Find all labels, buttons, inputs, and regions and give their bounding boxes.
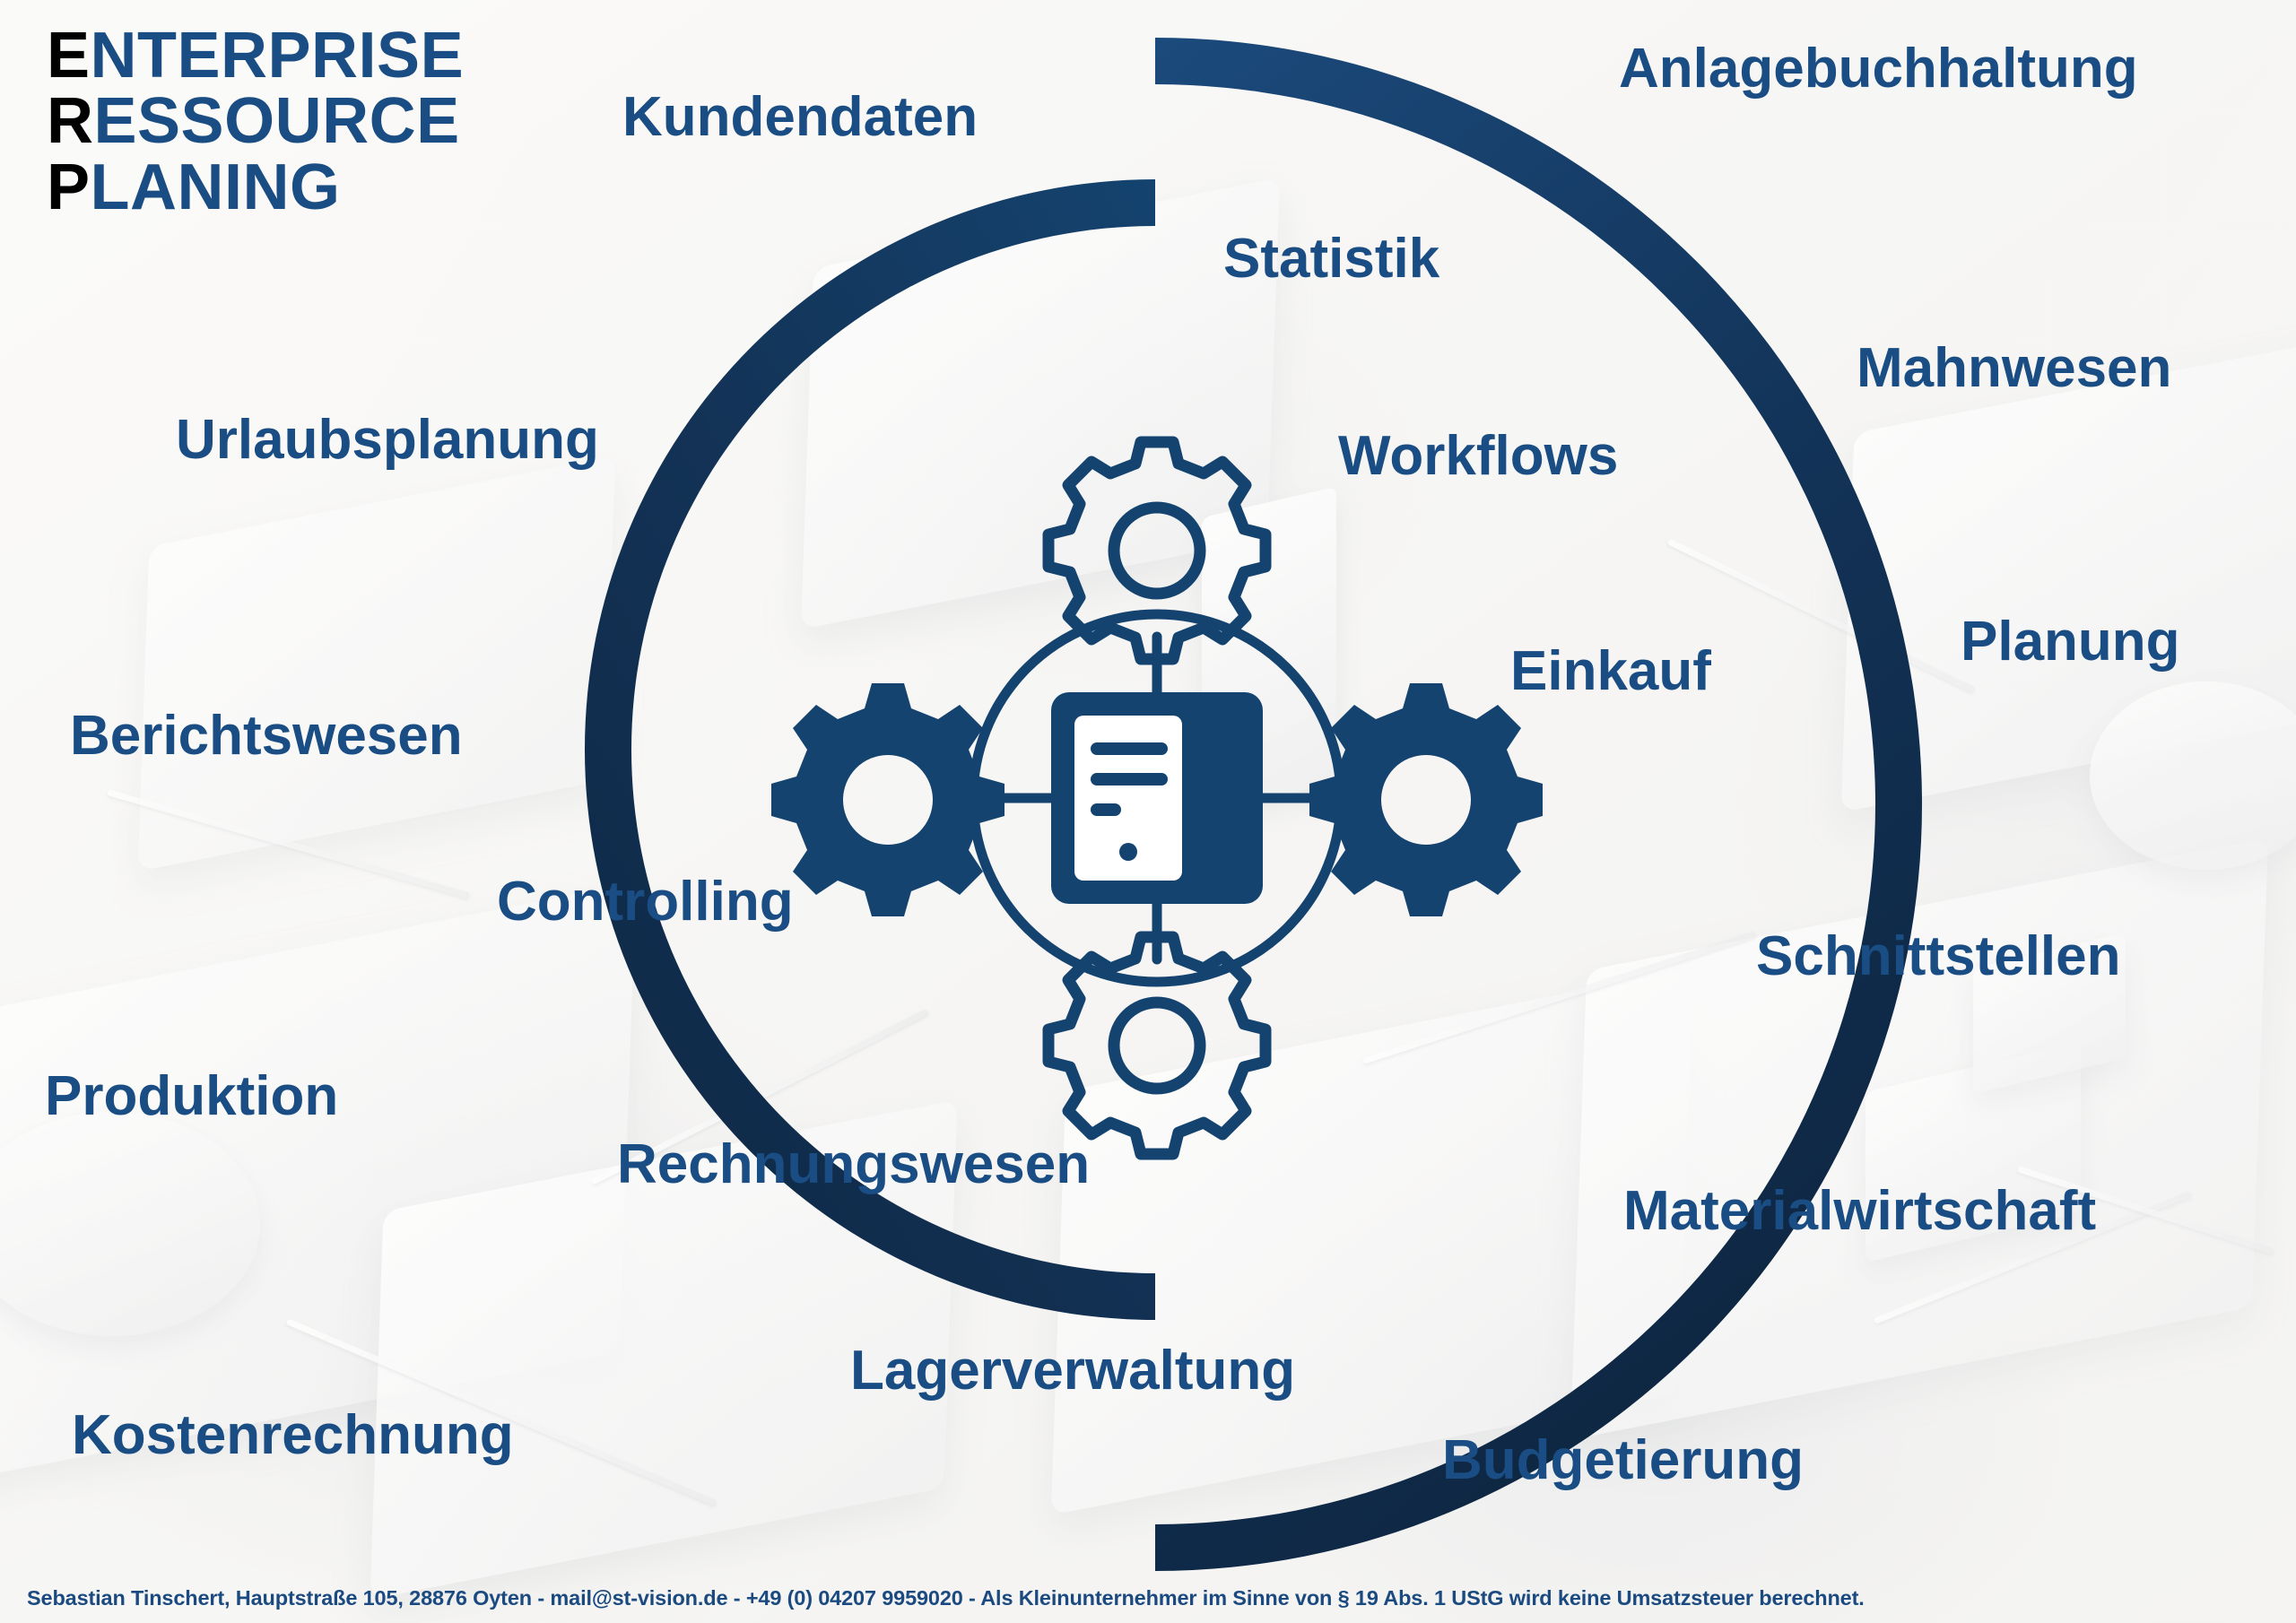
keyword-anlagebuchhaltung: Anlagebuchhaltung [1619, 38, 2138, 100]
gear-left-filled-icon [771, 683, 1004, 916]
gear-right-filled-icon [1309, 683, 1543, 916]
title-initial-p: P [47, 151, 91, 223]
gear-bottom-outline-icon [1042, 931, 1272, 1160]
footer-legal-text: Sebastian Tinschert, Hauptstraße 105, 28… [27, 1586, 1865, 1610]
keyword-workflows: Workflows [1338, 425, 1619, 487]
title-line-ressource: RESSOURCE [47, 89, 464, 154]
keyword-berichtswesen: Berichtswesen [70, 705, 463, 767]
title-rest-enterprise: NTERPRISE [90, 20, 465, 91]
erp-core-icon [771, 436, 1543, 1160]
title-rest-planing: LANING [90, 151, 341, 223]
keyword-lagerverwaltung: Lagerverwaltung [850, 1340, 1296, 1402]
gear-top-outline-icon [1042, 436, 1272, 665]
server-tower-icon [1051, 692, 1263, 904]
keyword-budgetierung: Budgetierung [1442, 1429, 1804, 1491]
keyword-mahnwesen: Mahnwesen [1857, 337, 2172, 399]
keyword-einkauf: Einkauf [1510, 640, 1711, 702]
keyword-schnittstellen: Schnittstellen [1756, 925, 2121, 987]
keyword-urlaubsplanung: Urlaubsplanung [176, 409, 599, 471]
title-initial-r: R [47, 85, 94, 158]
title-initial-e: E [47, 20, 91, 91]
keyword-statistik: Statistik [1223, 228, 1440, 290]
keyword-kundendaten: Kundendaten [622, 86, 978, 148]
title-line-planing: PLANING [47, 151, 464, 223]
keyword-produktion: Produktion [45, 1065, 339, 1127]
keyword-rechnungswesen: Rechnungswesen [617, 1133, 1091, 1195]
page-title: ENTERPRISE RESSOURCE PLANING [47, 20, 465, 223]
keyword-materialwirtschaft: Materialwirtschaft [1623, 1180, 2097, 1242]
keyword-kostenrechnung: Kostenrechnung [72, 1404, 514, 1466]
title-rest-ressource: ESSOURCE [93, 85, 460, 158]
keyword-planung: Planung [1961, 611, 2180, 673]
keyword-controlling: Controlling [497, 871, 794, 933]
title-line-enterprise: ENTERPRISE [47, 20, 465, 91]
